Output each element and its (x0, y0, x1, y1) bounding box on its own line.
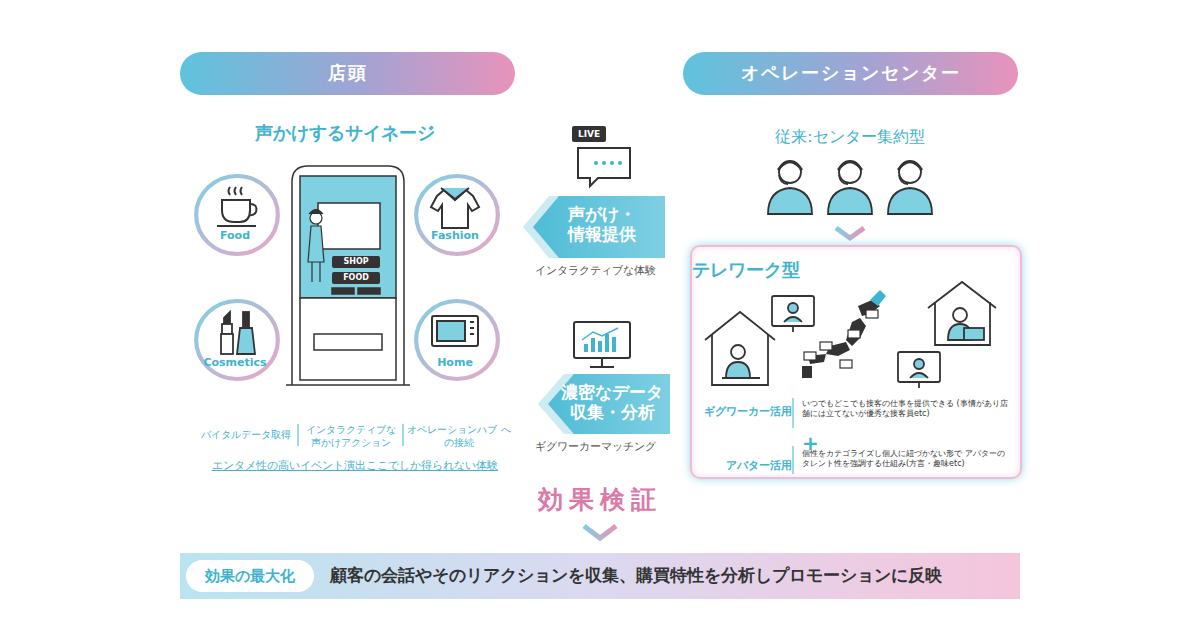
node-text: Fashion (413, 229, 497, 243)
remote-monitor (772, 296, 940, 388)
node-text: Food (193, 229, 277, 243)
node-text: 顧客の会話やそのリアクションを収集、購買特性を分析しプロモーションに反映 (330, 565, 1010, 586)
category-circle: Fashion (413, 173, 501, 257)
feature-note: エンタメ性の高いイベント演出ここでしか得られない体験 (190, 459, 520, 473)
feature-item: インタラクティブな 声かけアクション (301, 424, 401, 449)
separator (793, 398, 794, 474)
arrow-edge (538, 374, 670, 434)
category-circle: Cosmetics (193, 298, 281, 382)
feature-item: オペレーションハブ への接続 (406, 424, 512, 449)
live-chat-icon (572, 126, 630, 186)
telework-panel: テレワーク型ギグワーカー活用いつでもどこでも接客の仕事を提供できる (事情があり… (690, 245, 1022, 479)
node-text: 店頭 (328, 62, 368, 85)
down-chevron (836, 228, 864, 238)
circle-outline (413, 298, 501, 382)
node-text: 効果の最大化 (205, 567, 295, 586)
node-text: テレワーク型 (692, 259, 1018, 282)
arrow-caption: ギグワーカーマッチング (510, 440, 680, 454)
node-text: 濃密なデータ 収集・分析 (560, 382, 664, 423)
section-title: 声かけするサイネージ (230, 122, 460, 145)
header-pill: オペレーションセンター (683, 52, 1018, 95)
left-arrow-band: 声がけ・情報提供 (515, 196, 665, 258)
arrow-caption: インタラクティブな体験 (510, 264, 680, 278)
circle-outline (413, 173, 501, 257)
node-text: 声がけ・情報提供 (565, 204, 639, 245)
circle-ring (196, 176, 278, 254)
cup-icon (217, 187, 256, 226)
signage-kiosk (286, 166, 410, 385)
microwave-icon (432, 316, 478, 346)
staff-figure (308, 210, 324, 283)
verification-heading: 効果検証 (500, 484, 700, 515)
result-pill: 効果の最大化 (186, 560, 314, 592)
node-text: オペレーションセンター (741, 62, 961, 85)
node-text: Home (413, 356, 497, 370)
node-text: 個性をカテゴライズし個人に紐づかない形で アバターのタレント性を強調する仕組み(… (802, 449, 1008, 470)
down-chevron (584, 526, 616, 538)
circle-ring (416, 176, 498, 254)
node-text: いつでもどこでも接客の仕事を提供できる (事情があり店舗には立てないが優秀な接客… (802, 399, 1008, 420)
arrow-body (533, 196, 665, 258)
left-arrow-band: 濃密なデータ 収集・分析 (530, 374, 670, 434)
analytics-monitor-icon (574, 322, 630, 367)
node-text: アバター活用 (700, 459, 792, 473)
home-worker-left (705, 312, 775, 385)
shirt-icon (431, 188, 479, 228)
circle-outline (193, 298, 281, 382)
kiosk-button: FOOD (332, 272, 380, 284)
arrow-body (548, 374, 670, 434)
kiosk-button: SHOP (332, 256, 380, 268)
node-text: Cosmetics (193, 356, 277, 370)
circle-outline (193, 173, 281, 257)
cosmetics-icon (221, 312, 255, 354)
category-circle: Food (193, 173, 281, 257)
home-worker-right (928, 282, 996, 345)
live-badge: LIVE (572, 127, 606, 141)
category-circle: Home (413, 298, 501, 382)
result-bar: 効果の最大化 顧客の会話やそのリアクションを収集、購買特性を分析しプロモーションに… (180, 553, 1020, 599)
section-title: 従来:センター集約型 (740, 127, 960, 147)
arrow-edge (523, 196, 665, 258)
node-text: ギグワーカー活用 (700, 405, 792, 419)
operator-icons (768, 161, 932, 214)
header-pill: 店頭 (180, 52, 515, 95)
feature-item: バイタルデータ取得 (196, 429, 296, 442)
